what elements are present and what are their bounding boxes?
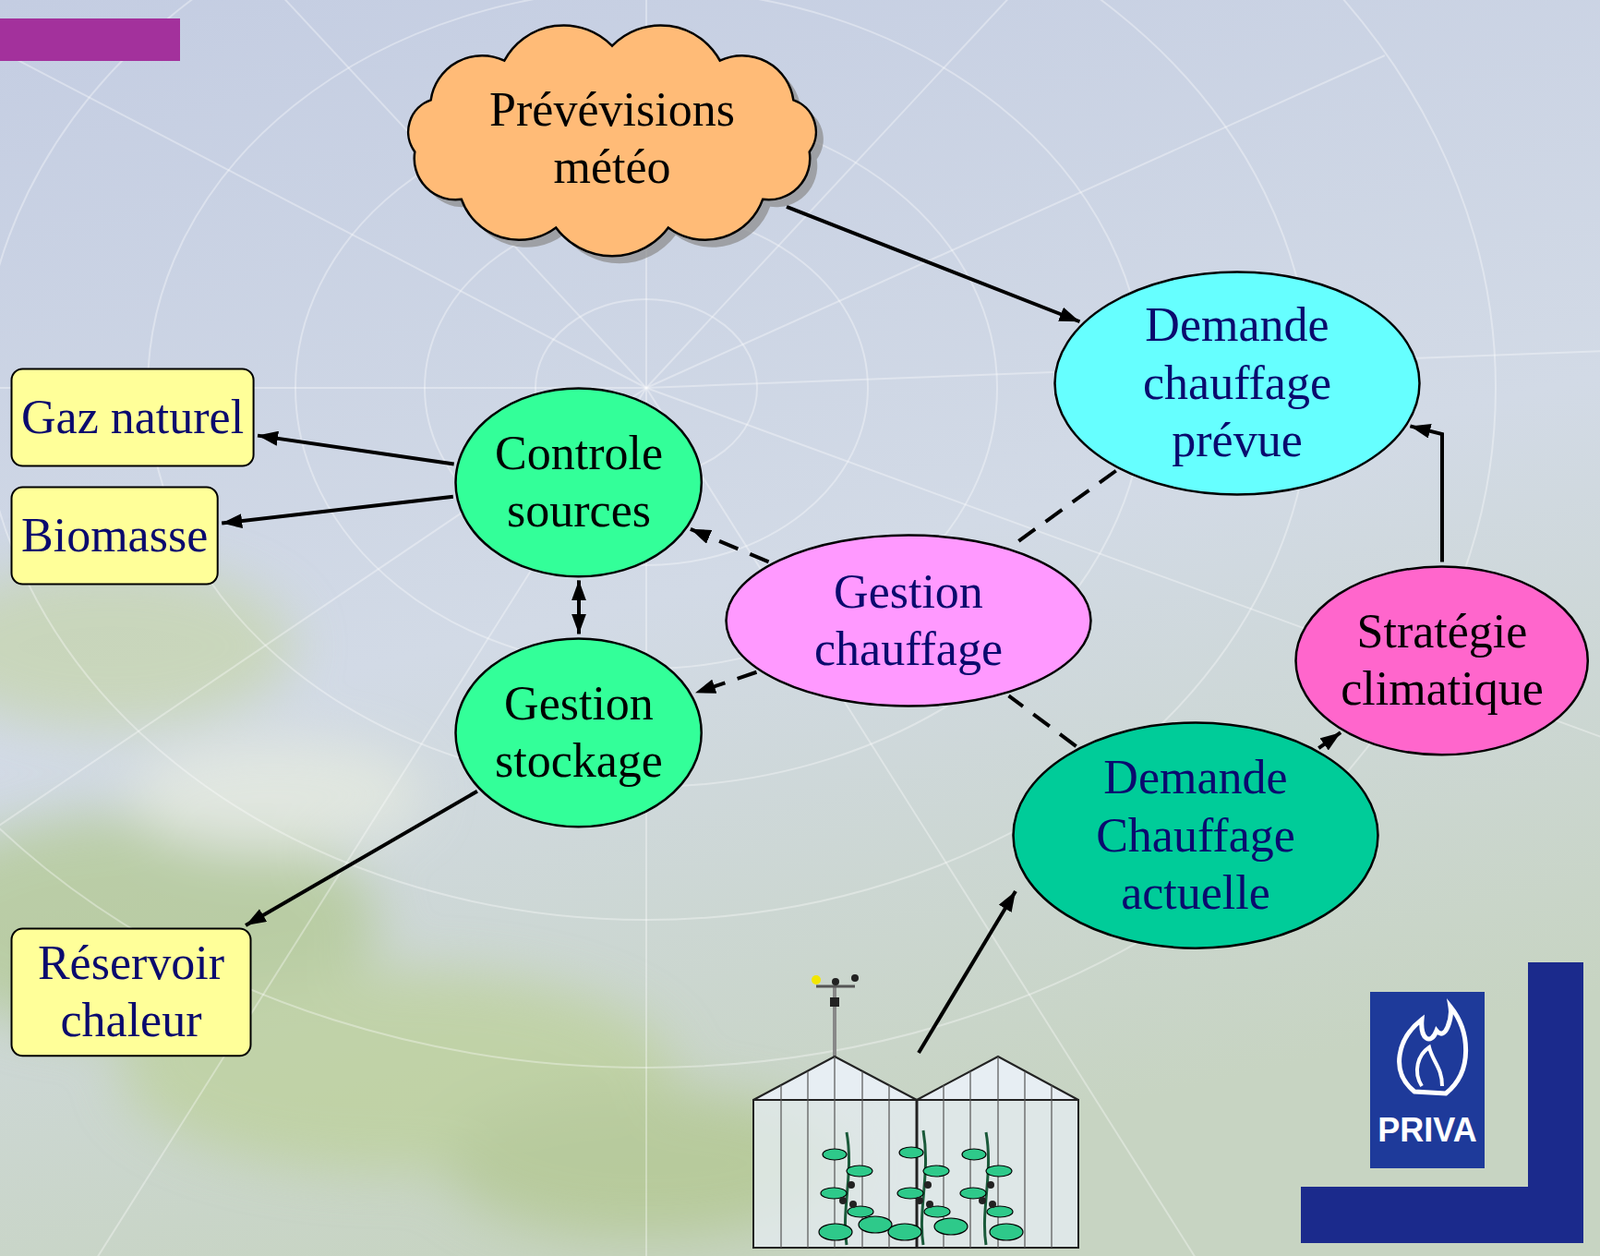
logo-flame [1417,1046,1443,1086]
connector [221,496,454,524]
node-text: Réservoir chaleur [37,934,225,1050]
box-outline [12,369,254,467]
connector [257,435,455,465]
dashed-connector [690,529,770,563]
node-text: Stratégie climatique [1340,602,1543,719]
node-text: Controle sources [494,424,663,541]
sensor-box [830,997,840,1007]
ellipse-outline [726,535,1092,707]
node-shape [454,386,703,578]
node-text: Biomasse [21,506,208,565]
storage-ellipse: Gestion stockage [454,637,703,829]
sensor [811,974,821,985]
forecast-cloud: Prévévisions météo [374,16,850,261]
source-box: Biomasse [10,485,219,586]
connector [786,206,1080,322]
node-text: Demande chauffage prévue [1142,296,1332,470]
ellipse-outline [1013,722,1379,949]
source-box: Gaz naturel [10,367,255,468]
node-shape [374,16,850,261]
logo-text: PRIVA [1370,1113,1485,1147]
logo-square [1370,991,1485,1168]
sensor [831,977,840,986]
node-text: Gestion stockage [494,674,663,791]
connector [1409,425,1443,562]
strategy-ellipse: Stratégie climatique [1294,565,1589,757]
foliage-blur [0,563,850,1238]
node-shape [1294,565,1589,757]
logo-flame [1399,1006,1467,1094]
plants [818,1130,1023,1245]
dashed-connector [1009,695,1077,746]
ellipse-outline [1055,272,1420,495]
priva-logo [1300,962,1584,1243]
demand-ellipse: Demande Chauffage actuelle [1011,721,1380,950]
connector [1318,732,1341,748]
ellipse-outline [456,637,702,827]
cloud-outline [408,24,817,256]
node-text: Gestion chauffage [814,563,1003,679]
ellipse-outline [456,387,702,577]
storage-box: Réservoir chaleur [10,926,253,1058]
connector [577,579,581,634]
greenhouse-wall [753,1099,1079,1248]
node-text: Prévévisions météo [489,81,735,197]
node-shape [454,637,703,829]
control-ellipse: Controle sources [454,386,703,578]
connector [245,791,478,926]
accent-bar [0,18,181,61]
logo-frame [1300,1186,1584,1243]
node-text: Gaz naturel [21,388,244,446]
sensor-arrow [918,890,1016,1053]
glazing-bars [781,1056,1052,1248]
node-shape [724,533,1093,708]
ellipse-outline [1296,565,1588,755]
weather-mast [832,986,837,1057]
demand-ellipse: Demande chauffage prévue [1053,270,1421,496]
box-outline [12,487,218,585]
box-outline [12,927,252,1056]
management-ellipse: Gestion chauffage [724,533,1093,708]
dashed-connector [1010,470,1116,547]
node-text: Demande Chauffage actuelle [1095,748,1296,922]
sensor [851,974,859,982]
dashed-connector [695,672,757,694]
greenhouse [753,974,1079,1248]
